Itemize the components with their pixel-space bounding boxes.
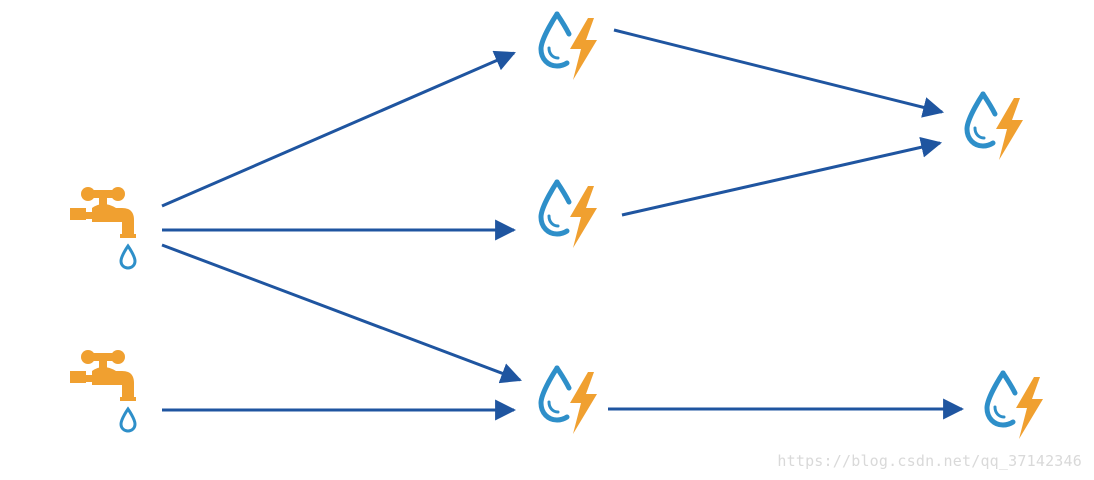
water-energy-icon — [967, 94, 1023, 160]
water-energy-icon — [541, 182, 597, 248]
edge-tap1-to-node-top — [161, 50, 516, 208]
edges — [161, 28, 965, 421]
nodes — [541, 14, 1043, 439]
sources — [68, 185, 138, 433]
water-energy-icon — [987, 373, 1043, 439]
water-energy-icon — [541, 14, 597, 80]
edge-node-middle-to-node-right-top — [621, 136, 943, 217]
edge-node-top-to-node-right-top — [613, 28, 945, 118]
water-tap-icon — [68, 185, 138, 270]
edge-tap1-to-node-bottom — [161, 243, 522, 384]
watermark-url: https://blog.csdn.net/qq_37142346 — [777, 452, 1082, 470]
water-energy-icon — [541, 368, 597, 434]
water-tap-icon — [68, 348, 138, 433]
